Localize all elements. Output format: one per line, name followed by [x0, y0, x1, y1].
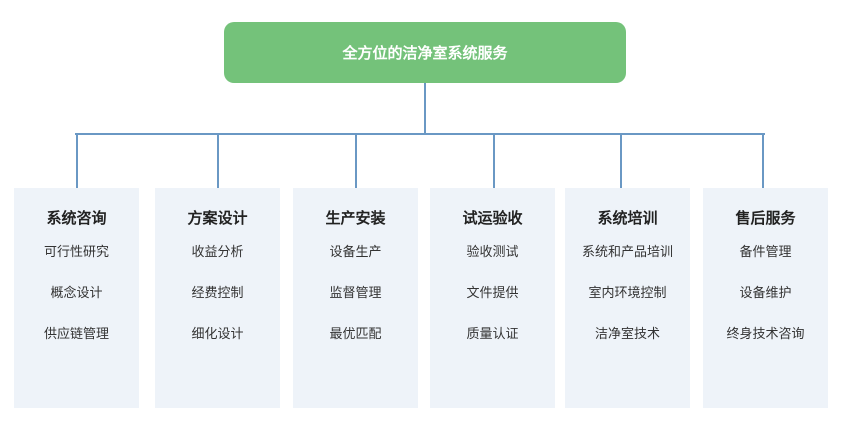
column-item: 最优匹配 — [329, 327, 382, 342]
column-item: 验收测试 — [466, 245, 519, 260]
column-item: 细化设计 — [191, 327, 244, 342]
column-item: 备件管理 — [739, 245, 792, 260]
column-item: 洁净室技术 — [594, 327, 660, 342]
column-title: 系统培训 — [597, 209, 658, 227]
column-item: 系统和产品培训 — [581, 245, 673, 260]
column-item: 供应链管理 — [43, 327, 109, 342]
column-consulting: 系统咨询 可行性研究 概念设计 供应链管理 — [14, 188, 139, 408]
root-node: 全方位的洁净室系统服务 — [224, 22, 626, 83]
column-item: 室内环境控制 — [588, 286, 667, 301]
column-item: 设备生产 — [329, 245, 382, 260]
column-design: 方案设计 收益分析 经费控制 细化设计 — [155, 188, 280, 408]
column-title: 售后服务 — [735, 209, 796, 227]
column-title: 系统咨询 — [46, 209, 107, 227]
column-installation: 生产安装 设备生产 监督管理 最优匹配 — [293, 188, 418, 408]
column-item: 终身技术咨询 — [726, 327, 805, 342]
column-item: 设备维护 — [739, 286, 792, 301]
column-item: 概念设计 — [50, 286, 103, 301]
column-title: 生产安装 — [325, 209, 386, 227]
column-item: 质量认证 — [466, 327, 519, 342]
column-item: 经费控制 — [191, 286, 244, 301]
root-label: 全方位的洁净室系统服务 — [342, 44, 508, 62]
column-title: 试运验收 — [462, 209, 523, 227]
column-training: 系统培训 系统和产品培训 室内环境控制 洁净室技术 — [565, 188, 690, 408]
column-after-sales: 售后服务 备件管理 设备维护 终身技术咨询 — [703, 188, 828, 408]
column-item: 文件提供 — [466, 286, 519, 301]
column-item: 监督管理 — [329, 286, 382, 301]
column-item: 可行性研究 — [43, 245, 109, 260]
column-item: 收益分析 — [191, 245, 244, 260]
column-title: 方案设计 — [187, 209, 248, 227]
column-acceptance: 试运验收 验收测试 文件提供 质量认证 — [430, 188, 555, 408]
